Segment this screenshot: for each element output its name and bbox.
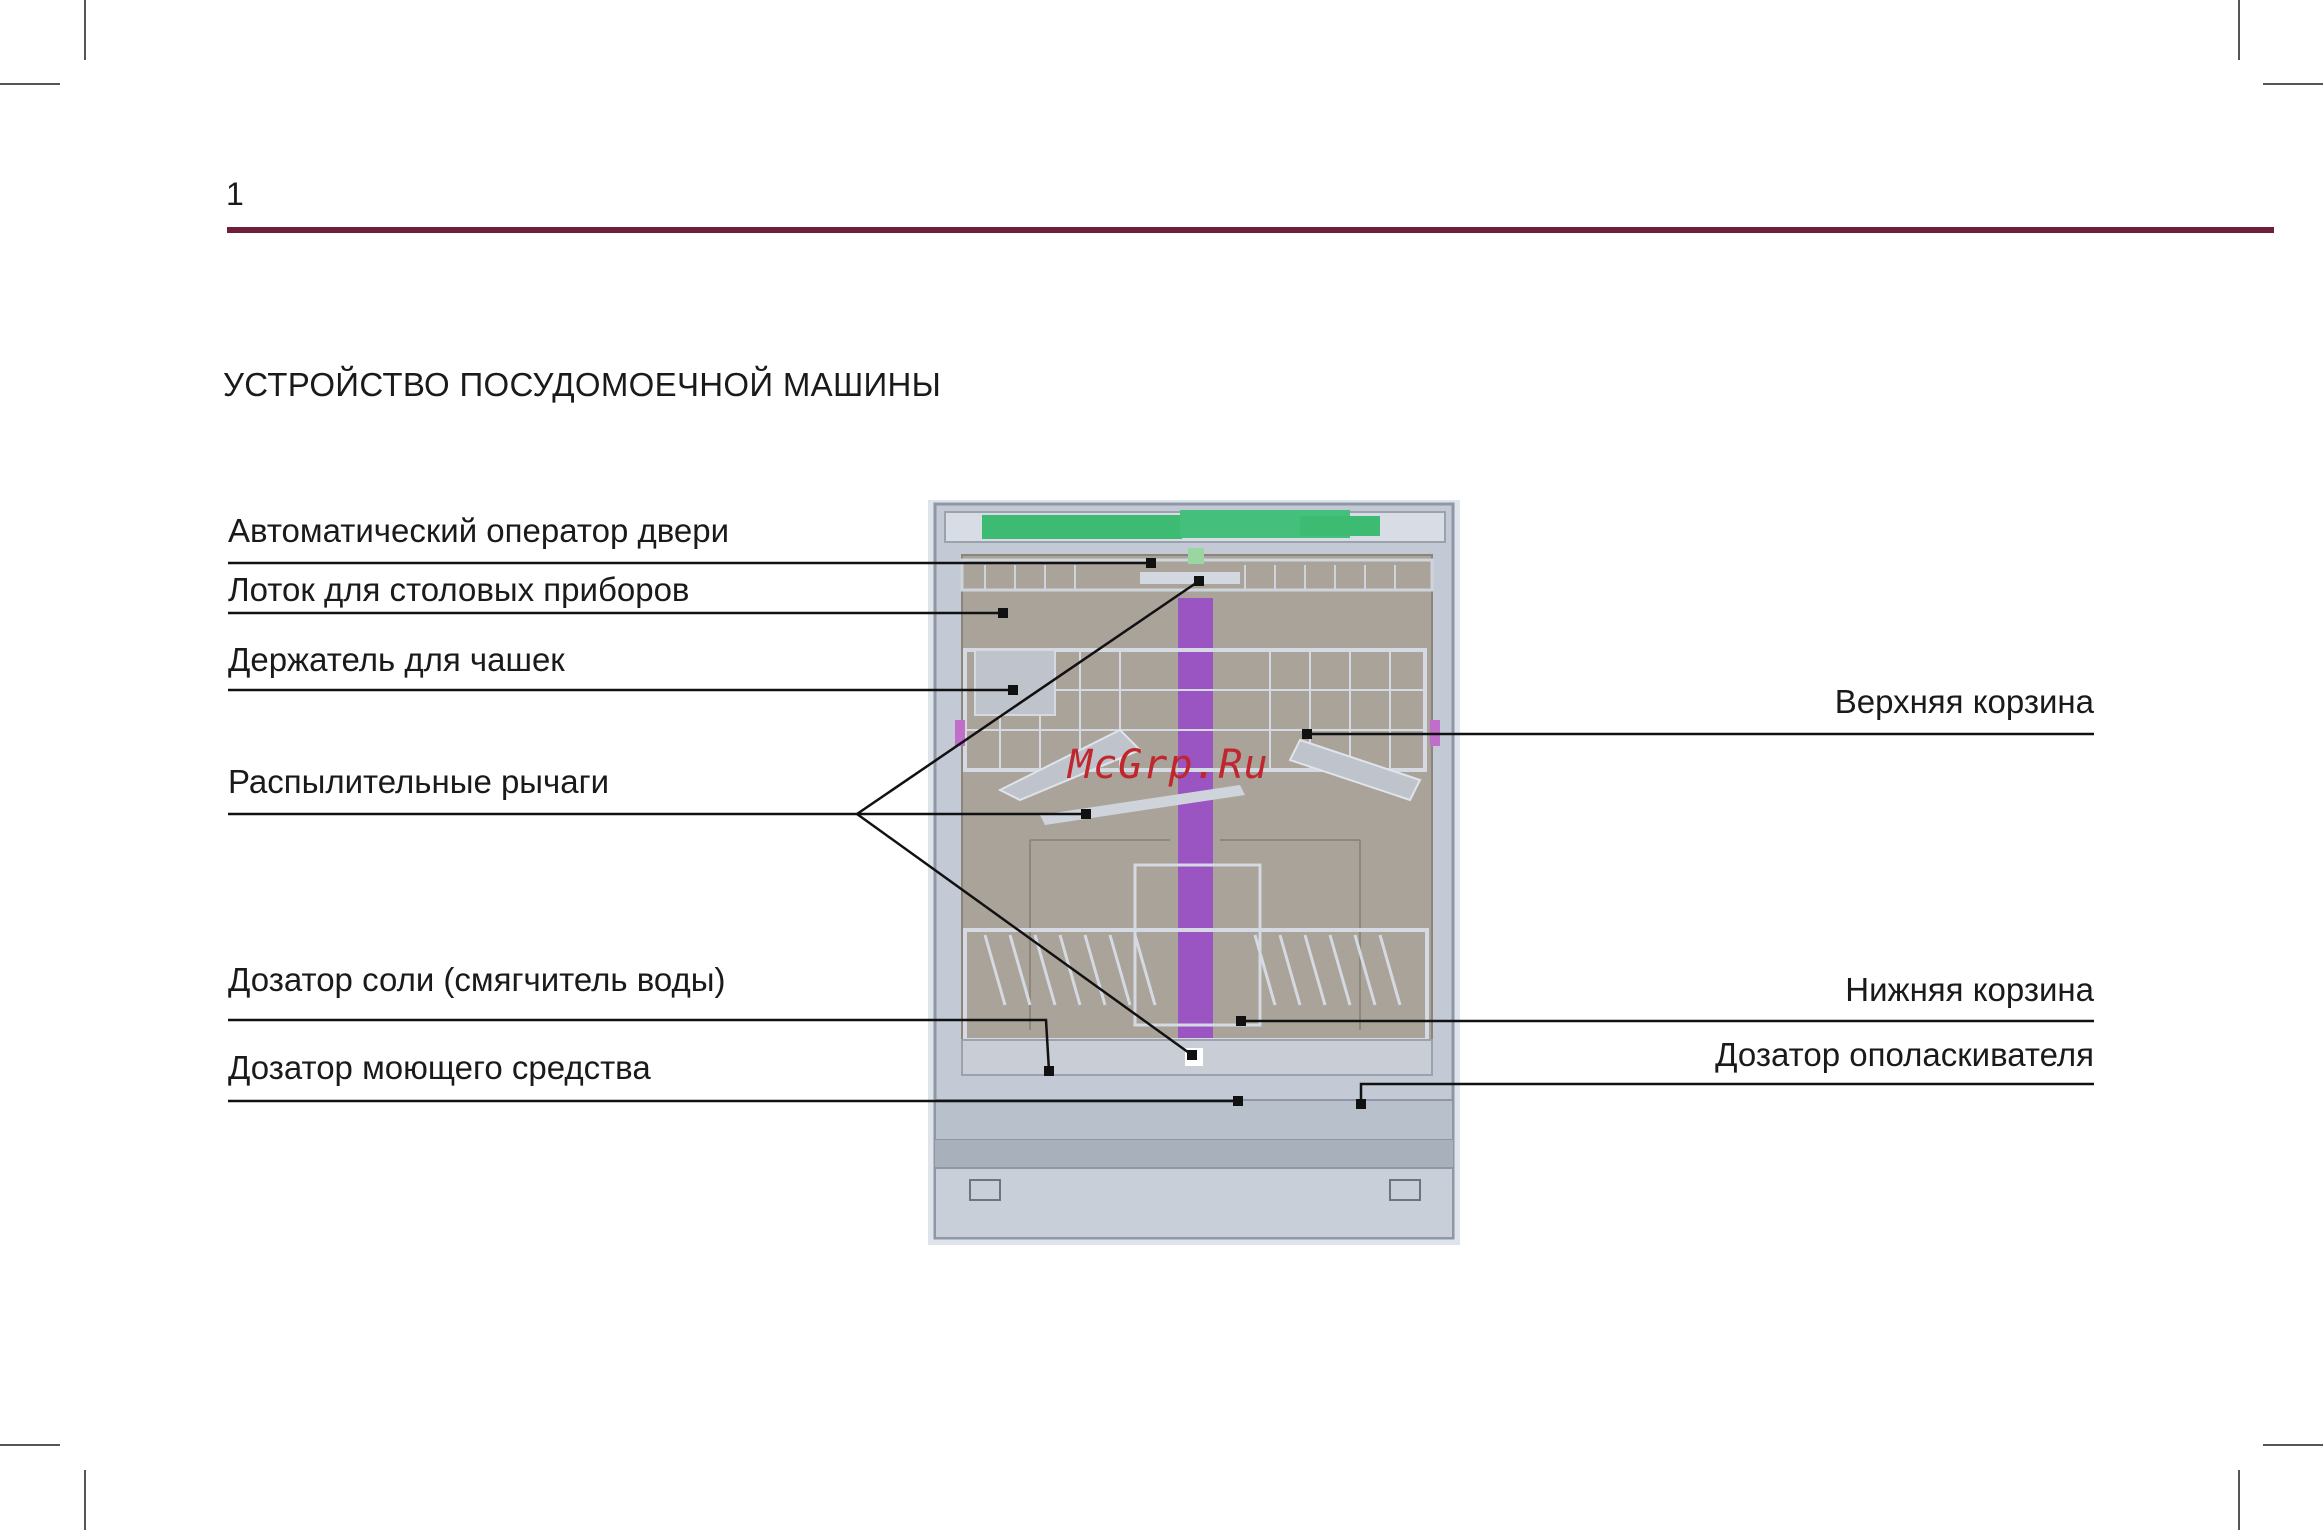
label-cup-holder: Держатель для чашек — [228, 641, 565, 679]
label-lower-basket: Нижняя корзина — [1845, 971, 2094, 1009]
label-spray-arms: Распылительные рычаги — [228, 763, 609, 801]
label-door-operator: Автоматический оператор двери — [228, 512, 729, 550]
label-detergent-dispenser: Дозатор моющего средства — [228, 1049, 651, 1087]
label-cutlery-tray: Лоток для столовых приборов — [228, 571, 689, 609]
watermark: McGrp.Ru — [1068, 742, 1269, 788]
label-upper-basket: Верхняя корзина — [1835, 683, 2094, 721]
label-salt-dispenser: Дозатор соли (смягчитель воды) — [228, 961, 726, 999]
label-rinse-dispenser: Дозатор ополаскивателя — [1715, 1036, 2094, 1074]
